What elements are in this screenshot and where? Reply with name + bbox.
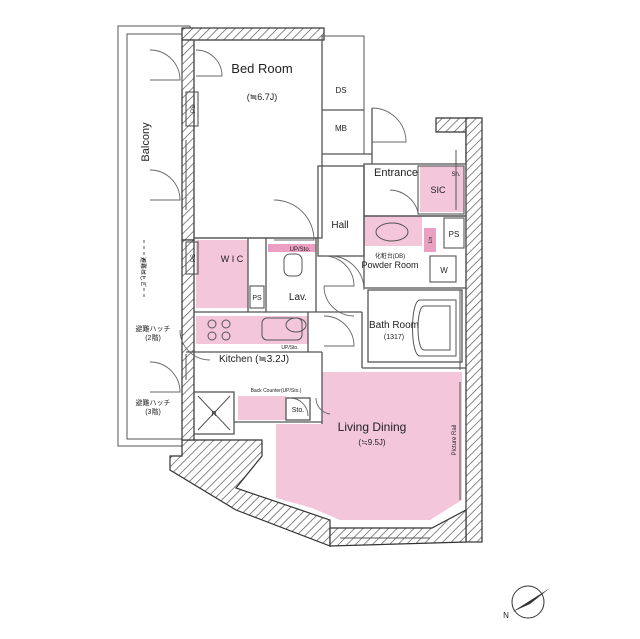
wall-bedroom-left — [181, 39, 195, 241]
powder-room-label: Powder Room — [361, 260, 418, 270]
labels: Bed Room (≒6.7J) Balcony DS MB Entrance … — [136, 61, 461, 455]
hatch2-floor: (2階) — [145, 333, 161, 342]
wall-right — [465, 117, 483, 543]
ps-label-2: PS — [191, 254, 197, 262]
w-label: W — [440, 266, 448, 275]
mb-label: MB — [335, 124, 347, 133]
wic-label: W I C — [221, 254, 244, 264]
hall-label: Hall — [331, 220, 348, 231]
lin-floor — [424, 228, 436, 252]
wall-top-bedroom — [181, 27, 325, 41]
sh-label: Sh. — [451, 172, 460, 178]
back-counter-label: Back Counter(UP/Sto.) — [251, 388, 302, 394]
sto-label: Sto. — [292, 407, 305, 414]
hatch3-label: 避難ハッチ — [136, 398, 171, 407]
balcony-label: Balcony — [140, 122, 152, 162]
wall-kitchen-left — [181, 239, 195, 441]
living-size: (≒9.5J) — [358, 438, 385, 447]
upsto-kitchen-label: UP/Sto. — [281, 345, 298, 351]
sic-label: SIC — [430, 185, 446, 195]
outer-walls — [117, 25, 483, 547]
balcony-inner-frame — [126, 33, 183, 440]
living-name: Living Dining — [338, 420, 407, 434]
fixtures — [197, 222, 457, 431]
compass-n-label: N — [503, 611, 509, 620]
wall-bottom — [329, 509, 467, 547]
storage-boxes — [185, 91, 465, 309]
compass-icon: N — [503, 585, 550, 620]
ps-label-1: PS — [191, 105, 197, 113]
lav-label: Lav. — [289, 292, 307, 303]
hatch3-floor: (3階) — [145, 407, 161, 416]
upsto-lav-label: UP/Sto. — [290, 247, 311, 253]
picture-rail-label: Picture Rail — [452, 425, 458, 456]
interior-walls — [186, 39, 467, 435]
hatch2-label: 避難ハッチ — [136, 324, 171, 333]
wic-floor — [196, 240, 248, 308]
bath-name: Bath Room — [369, 320, 419, 331]
entrance-label: Entrance — [374, 167, 418, 179]
ds-label: DS — [335, 86, 346, 95]
r-label: R — [211, 411, 216, 418]
windows — [181, 60, 461, 539]
upsto-lav-floor — [268, 244, 316, 252]
bath-size: (1317) — [384, 334, 404, 341]
ps-label-4: PS — [449, 230, 460, 239]
powder-vanity — [364, 216, 422, 246]
sic-floor — [420, 166, 464, 212]
door-swings — [149, 49, 419, 417]
back-counter — [238, 396, 286, 420]
powder-jp-label: 化粧台(DB) — [375, 252, 405, 260]
ps-label-3: PS — [252, 295, 262, 302]
bedroom-name: Bed Room — [231, 61, 292, 76]
bedroom-size: (≒6.7J) — [247, 92, 278, 102]
balcony-frame — [117, 25, 191, 447]
kitchen-label: Kitchen (≒3.2J) — [219, 354, 289, 365]
balcony-ladder-label: 避難はしご — [139, 257, 147, 287]
lin-label: Lin — [428, 236, 434, 243]
wall-ds-mb — [321, 35, 365, 155]
